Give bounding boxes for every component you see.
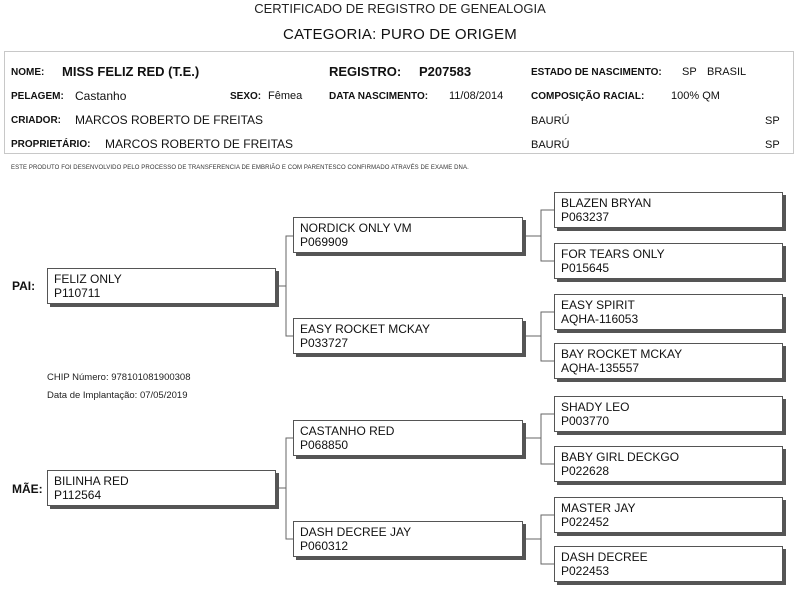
horse-registration: P015645 (561, 261, 610, 275)
proprietario-value: MARCOS ROBERTO DE FREITAS (105, 137, 294, 151)
certificate-title: CERTIFICADO DE REGISTRO DE GENEALOGIA (254, 1, 546, 16)
estado-uf: SP (682, 66, 697, 78)
horse-name: SHADY LEO (561, 400, 630, 414)
proprietario-label: PROPRIETÁRIO: (11, 139, 91, 150)
horse-registration: P068850 (300, 438, 349, 452)
horse-registration: AQHA-135557 (561, 361, 640, 375)
horse-registration: AQHA-116053 (561, 312, 639, 326)
pedigree-box-sdd: BAY ROCKET MCKAY AQHA-135557 (554, 343, 783, 379)
horse-registration: P060312 (300, 539, 349, 553)
horse-name: FOR TEARS ONLY (561, 247, 665, 261)
pedigree-box-ssd: FOR TEARS ONLY P015645 (554, 243, 783, 279)
sexo-label: SEXO: (230, 91, 262, 102)
pedigree-box-dsd: BABY GIRL DECKGO P022628 (554, 446, 783, 482)
horse-name: MASTER JAY (561, 501, 636, 515)
estado-pais: BRASIL (707, 66, 747, 78)
category-title: CATEGORIA: PURO DE ORIGEM (283, 26, 517, 43)
horse-name: BAY ROCKET MCKAY (561, 347, 683, 361)
pelagem-value: Castanho (75, 89, 127, 103)
dna-note: ESTE PRODUTO FOI DESENVOLVIDO PELO PROCE… (11, 165, 469, 171)
pedigree-box-sire-sire: NORDICK ONLY VM P069909 (293, 217, 523, 253)
pedigree-box-sire-dam: EASY ROCKET MCKAY P033727 (293, 318, 523, 354)
horse-name: DASH DECREE (561, 550, 648, 564)
horse-name: FELIZ ONLY (54, 272, 122, 286)
pedigree-box-dam-dam: DASH DECREE JAY P060312 (293, 521, 523, 557)
horse-registration: P110711 (54, 286, 101, 300)
horse-name: CASTANHO RED (300, 424, 395, 438)
horse-registration: P063237 (561, 210, 610, 224)
nome-value: MISS FELIZ RED (T.E.) (62, 64, 200, 79)
pedigree-box-dss: SHADY LEO P003770 (554, 396, 783, 432)
pedigree-box-ddd: DASH DECREE P022453 (554, 546, 783, 582)
pedigree-box-dam: BILINHA RED P112564 (47, 470, 276, 506)
pedigree-box-sire: FELIZ ONLY P110711 (47, 268, 276, 304)
registro-label: REGISTRO: (329, 64, 402, 79)
horse-name: BILINHA RED (54, 474, 129, 488)
criador-uf: SP (765, 115, 780, 127)
horse-registration: P022628 (561, 464, 610, 478)
composicao-value: 100% QM (671, 90, 720, 102)
criador-cidade: BAURÚ (531, 115, 570, 127)
pelagem-label: PELAGEM: (11, 91, 64, 102)
horse-name: EASY ROCKET MCKAY (300, 322, 431, 336)
horse-registration: P003770 (561, 414, 610, 428)
registro-value: P207583 (419, 64, 472, 79)
horse-name: EASY SPIRIT (561, 298, 635, 312)
horse-registration: P033727 (300, 336, 349, 350)
estado-label: ESTADO DE NASCIMENTO: (531, 67, 662, 78)
pai-label: PAI: (12, 279, 36, 293)
sexo-value: Fêmea (268, 90, 303, 102)
pedigree-box-sds: EASY SPIRIT AQHA-116053 (554, 294, 783, 330)
nascimento-label: DATA NASCIMENTO: (329, 91, 429, 102)
horse-registration: P112564 (54, 488, 102, 502)
horse-name: BABY GIRL DECKGO (561, 450, 680, 464)
horse-name: NORDICK ONLY VM (300, 221, 412, 235)
composicao-label: COMPOSIÇÃO RACIAL: (531, 91, 645, 102)
proprietario-cidade: BAURÚ (531, 139, 570, 151)
nascimento-value: 11/08/2014 (449, 90, 504, 102)
pedigree-box-dam-sire: CASTANHO RED P068850 (293, 420, 523, 456)
horse-name: BLAZEN BRYAN (561, 196, 652, 210)
proprietario-uf: SP (765, 139, 780, 151)
horse-registration: P022453 (561, 564, 610, 578)
horse-registration: P069909 (300, 235, 349, 249)
criador-label: CRIADOR: (11, 115, 61, 126)
pedigree-box-dds: MASTER JAY P022452 (554, 497, 783, 533)
horse-name: DASH DECREE JAY (300, 525, 412, 539)
chip-implant-date: Data de Implantação: 07/05/2019 (47, 390, 188, 401)
mae-label: MÃE: (12, 482, 43, 496)
chip-number: CHIP Número: 978101081900308 (47, 372, 191, 383)
pedigree-box-sss: BLAZEN BRYAN P063237 (554, 192, 783, 228)
horse-registration: P022452 (561, 515, 610, 529)
criador-value: MARCOS ROBERTO DE FREITAS (75, 113, 264, 127)
nome-label: NOME: (11, 67, 45, 78)
info-panel (4, 51, 794, 154)
